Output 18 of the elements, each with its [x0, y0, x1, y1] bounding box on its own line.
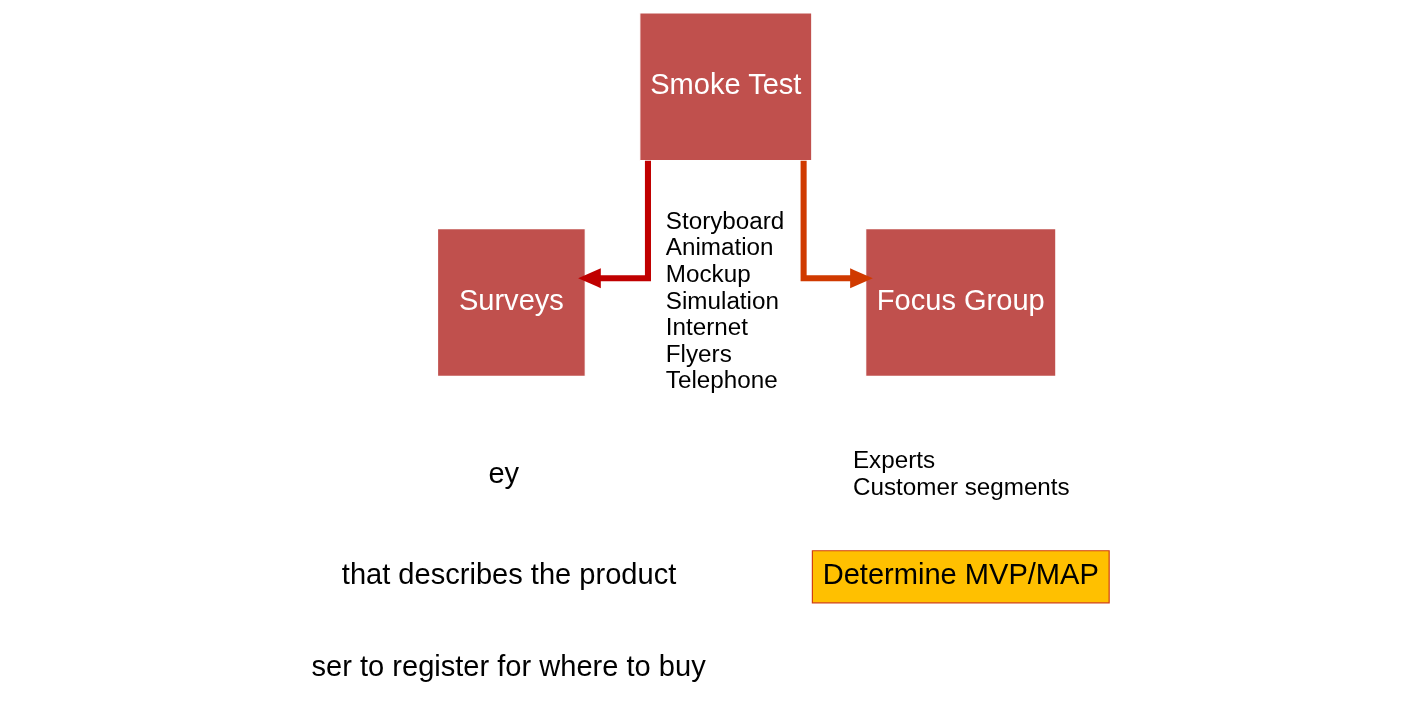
- node-box: Focus Group: [864, 227, 1056, 377]
- node-label: Simulation: [665, 286, 779, 314]
- arrow: [800, 160, 873, 289]
- node-box: Determine MVP/MAP: [811, 550, 1110, 604]
- label: ser to register for where to buy: [311, 649, 706, 682]
- node-label: Storyboard: [665, 206, 784, 234]
- node-label: Flyers: [665, 339, 732, 367]
- node-label: Mockup: [665, 259, 751, 287]
- node-box: Smoke Test: [638, 12, 812, 162]
- node-label: Animation: [665, 233, 774, 261]
- label: ey: [487, 457, 519, 490]
- node-label: Telephone: [665, 366, 778, 394]
- node-label: Experts: [852, 446, 935, 474]
- node-label: Internet: [665, 313, 748, 341]
- label: that describes the product: [341, 558, 676, 591]
- arrow: [577, 160, 651, 289]
- node-label: Customer segments: [852, 473, 1070, 501]
- node-box: Surveys: [436, 227, 586, 377]
